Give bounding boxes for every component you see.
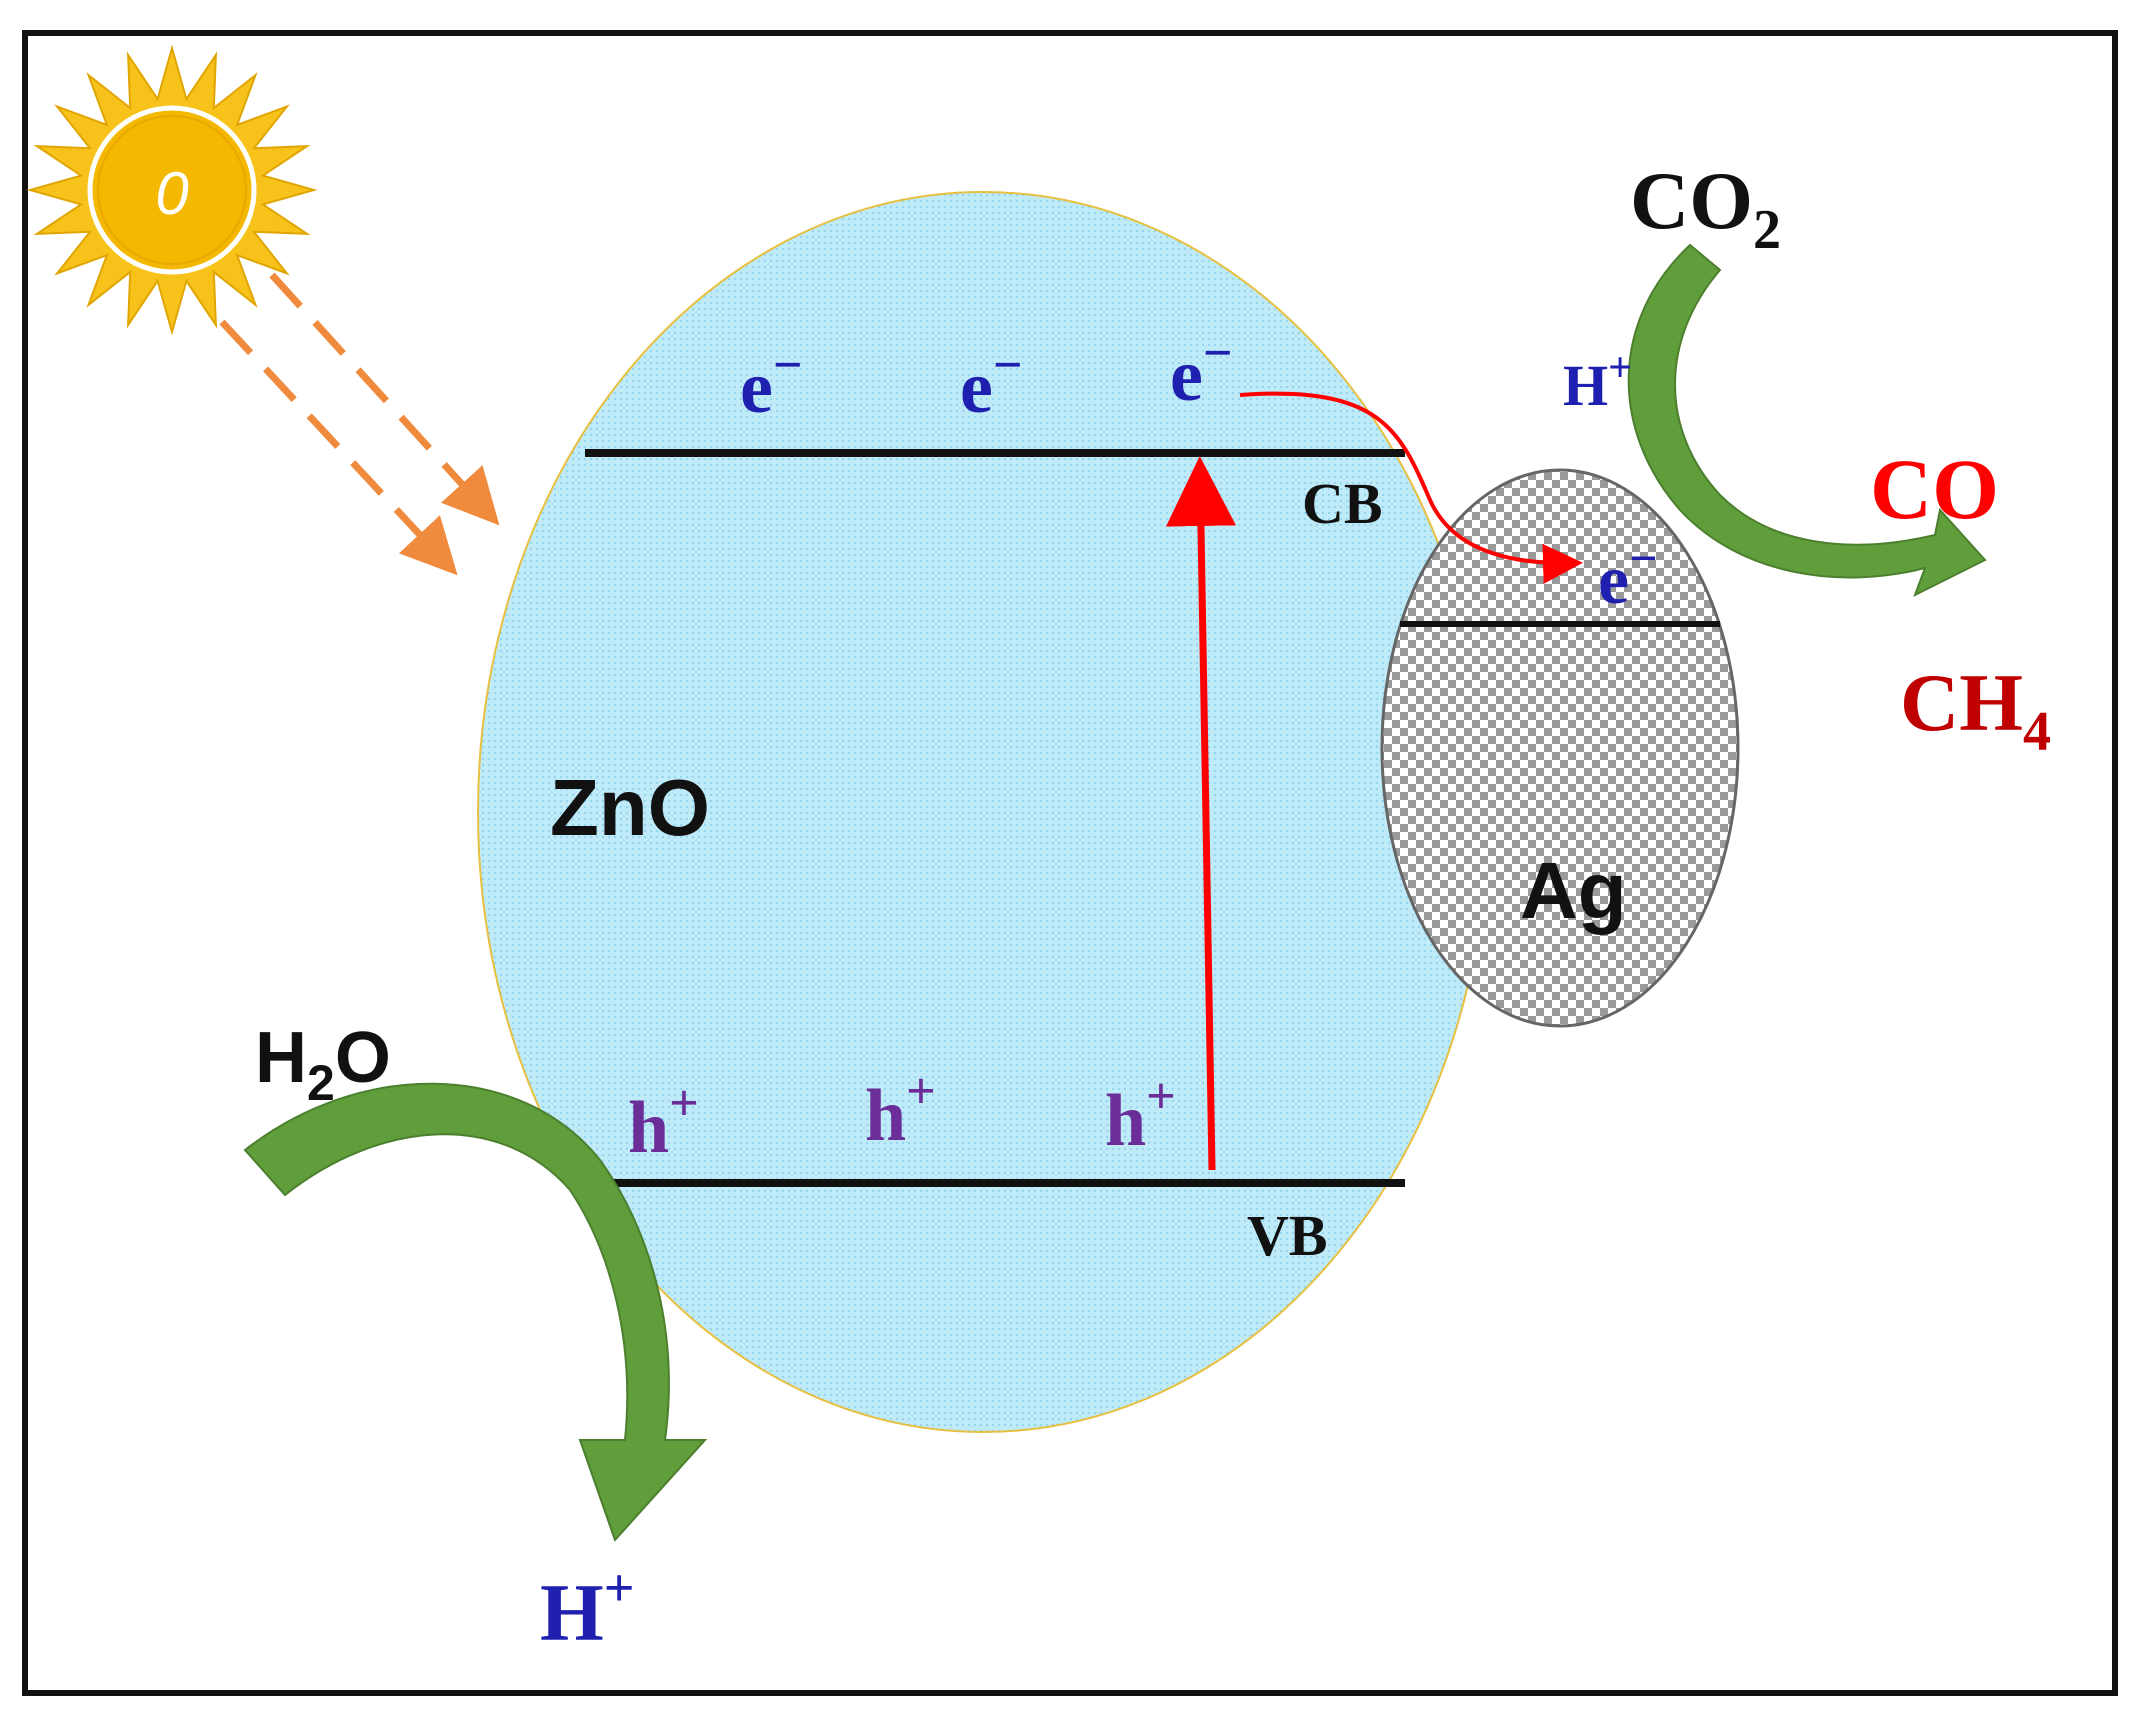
vb-label: VB: [1247, 1203, 1328, 1268]
electron-transfer-arrow: [1239, 391, 1583, 584]
co-product-label: CO: [1870, 441, 1999, 537]
sun-icon: 0: [26, 44, 318, 336]
electron-label: e−: [960, 337, 1023, 429]
electron-label: e−: [1170, 325, 1233, 417]
ag-label: Ag: [1520, 846, 1627, 935]
reaction-arrow: [1627, 243, 1987, 598]
light-ray-arrow: [269, 272, 500, 526]
ch4-product-label: CH4: [1900, 657, 2051, 763]
co2-label: CO2: [1630, 155, 1781, 261]
excitation-arrow: [1165, 456, 1236, 1171]
zno-label: ZnO: [550, 763, 710, 852]
hole-label: h+: [628, 1075, 699, 1169]
h2o-label: H2O: [255, 1018, 391, 1111]
cb-label: CB: [1302, 471, 1383, 536]
h-plus-product-label: H+: [540, 1558, 635, 1658]
h-plus-reactant-label: H+: [1563, 345, 1632, 418]
electron-label: e−: [740, 337, 803, 429]
hole-label: h+: [1105, 1068, 1176, 1162]
light-ray-arrow: [219, 319, 458, 576]
ag-electron-label: e−: [1598, 530, 1658, 619]
reaction-arrow: [243, 1082, 708, 1542]
sun-symbol: 0: [155, 160, 188, 227]
ag-particle: [1380, 468, 1740, 1028]
hole-label: h+: [865, 1063, 936, 1157]
